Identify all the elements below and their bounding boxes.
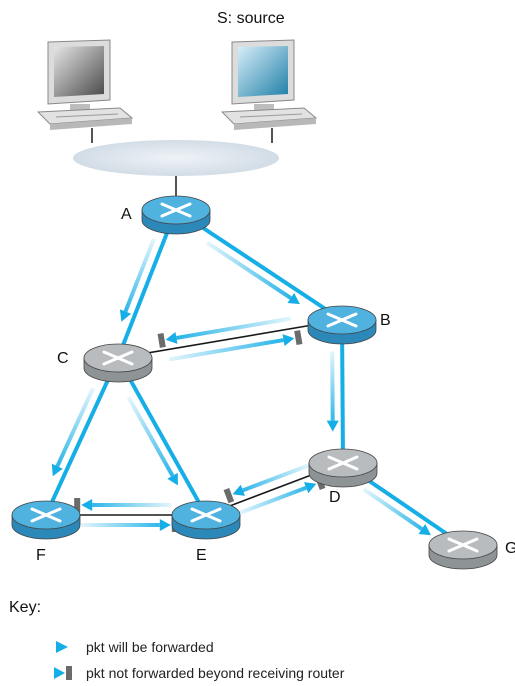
source-label: S: source (217, 10, 285, 27)
arrow-b-c (157, 316, 292, 348)
link-b-c (117, 319, 343, 359)
arrow-e-d (238, 474, 326, 515)
arrow-b-d (326, 351, 339, 432)
key-not-forwarded-arrow-icon (8, 666, 72, 680)
arrow-c-e (126, 396, 178, 486)
key-not-forwarded-text: pkt not forwarded beyond receiving route… (86, 665, 345, 681)
router-d-icon (308, 448, 378, 488)
arrow-c-b (168, 330, 303, 362)
router-label-e: E (196, 547, 207, 564)
arrow-a-b (205, 240, 300, 305)
link-a-c (116, 209, 178, 359)
router-label-d: D (329, 489, 341, 506)
router-g-icon (428, 530, 498, 570)
arrow-d-g (362, 487, 431, 536)
lan-segment (73, 140, 279, 176)
router-c-icon (83, 343, 153, 383)
router-label-c: C (57, 350, 69, 367)
router-label-g: G (505, 540, 515, 557)
link-c-f (44, 357, 120, 516)
arrow-e-f (74, 498, 171, 512)
router-b-icon (307, 305, 377, 345)
router-a-icon (141, 195, 211, 235)
router-e-icon (171, 500, 241, 540)
arrows-layer (51, 238, 431, 536)
arrow-f-e (81, 518, 178, 532)
arrow-a-c (119, 238, 156, 322)
key-forwarded-text: pkt will be forwarded (86, 639, 214, 655)
router-label-a: A (121, 206, 132, 223)
key-forwarded-arrow-icon (8, 641, 68, 653)
arrow-c-f (51, 387, 95, 477)
host-computer-source-icon (220, 39, 318, 130)
routers-layer (11, 195, 498, 570)
router-label-f: F (36, 547, 46, 564)
key-title: Key: (9, 599, 41, 616)
router-label-b: B (380, 312, 391, 329)
arrow-d-e (223, 463, 311, 504)
router-f-icon (11, 500, 81, 540)
link-c-e (116, 357, 208, 516)
host-computer-1-icon (36, 39, 134, 130)
